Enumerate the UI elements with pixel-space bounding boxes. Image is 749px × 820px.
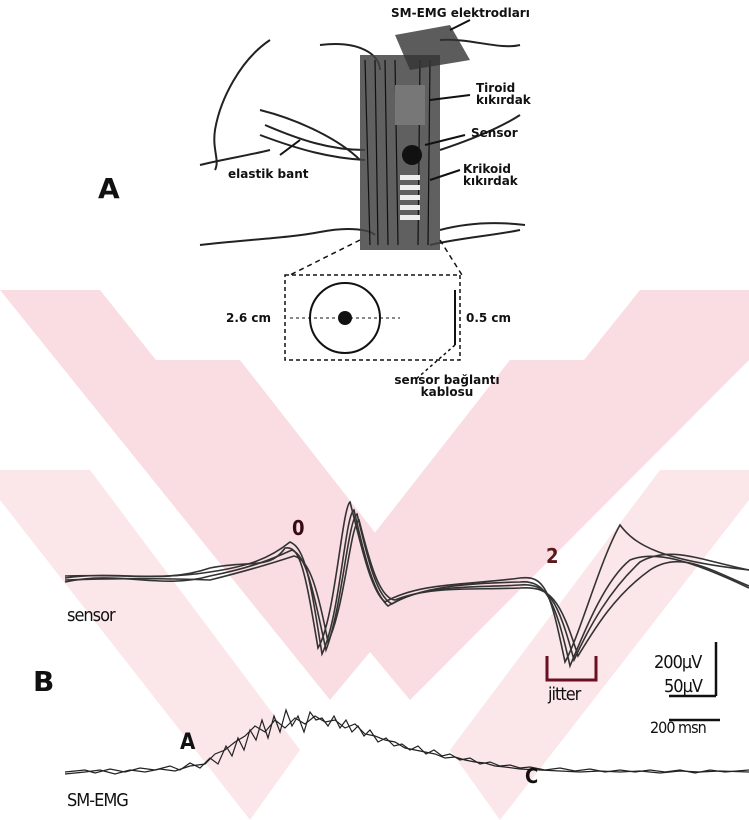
peak-0-label: 0 [292,516,304,540]
marker-a: A [180,730,194,755]
sensor-label: Sensor [471,127,518,139]
cable-label: sensor bağlantı kablosu [392,374,502,398]
smemg-trace-label: SM-EMG [67,790,128,811]
panel-a-label: A [98,172,120,205]
marker-c: C [525,764,537,788]
peak-2-label: 2 [546,544,558,568]
sensor-trace-label: sensor [67,605,115,626]
tiroid-label: Tiroid kıkırdak [476,82,536,106]
panel-b-label: B [33,665,54,698]
depth-label: 0.5 cm [466,312,511,324]
time-scale-label: 200 msn [650,718,706,737]
neck-illustration [0,0,749,420]
electrodes-label: SM-EMG elektrodları [391,7,530,19]
diameter-label: 2.6 cm [226,312,271,324]
elastic-band-label: elastik bant [228,168,308,180]
amplitude-scale-200: 200µV [654,652,701,673]
amplitude-scale-50: 50µV [664,676,702,697]
krikoid-label: Krikoid kıkırdak [463,163,523,187]
jitter-label: jitter [548,684,580,705]
